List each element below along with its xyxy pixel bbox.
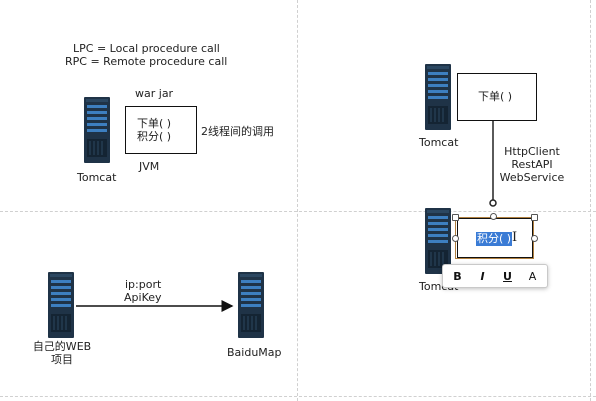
guide-line: [0, 396, 596, 397]
thread-call-label: 2线程间的调用: [201, 125, 274, 138]
text-cursor-icon: I: [512, 230, 518, 245]
points-service-text-editing[interactable]: 积分( ): [476, 232, 513, 246]
web-project-label-line1: 自己的WEB: [32, 340, 92, 353]
tomcat-label: Tomcat: [77, 171, 117, 184]
lpc-note: LPC = Local procedure call: [73, 42, 220, 55]
resize-handle-top-right[interactable]: [531, 214, 538, 221]
text-format-toolbar: B I U A: [442, 264, 548, 288]
order-service-box[interactable]: 下单( ): [457, 73, 537, 121]
ip-port-label: ip:port: [125, 278, 162, 291]
resize-handle-right[interactable]: [531, 235, 538, 242]
restapi-label: RestAPI: [511, 158, 553, 171]
httpclient-label: HttpClient: [504, 145, 560, 158]
rpc-note: RPC = Remote procedure call: [65, 55, 228, 68]
italic-button[interactable]: I: [480, 269, 485, 283]
order-service-label: 下单( ): [478, 90, 513, 103]
bold-button[interactable]: B: [453, 269, 462, 283]
order-method-label: 下单( ): [137, 117, 172, 130]
web-project-server-icon: [48, 272, 74, 338]
remote-tomcat-label: Tomcat: [419, 136, 459, 149]
jvm-label: JVM: [139, 160, 160, 173]
webservice-label: WebService: [499, 171, 565, 184]
baidumap-label: BaiduMap: [227, 346, 282, 359]
guide-line: [297, 0, 298, 401]
jvm-box[interactable]: 下单( ) 积分( ): [125, 106, 197, 154]
web-project-label: 自己的WEB 项目: [30, 340, 94, 366]
apikey-label: ApiKey: [124, 291, 162, 304]
connector-endpoint: [489, 199, 497, 207]
rotate-handle-top[interactable]: [490, 213, 497, 220]
tomcat-server-icon: [84, 97, 110, 163]
web-project-label-line2: 项目: [51, 353, 73, 366]
underline-button[interactable]: U: [503, 269, 512, 283]
guide-line: [0, 211, 596, 212]
remote-tomcat-server-icon: [425, 64, 451, 130]
resize-handle-left[interactable]: [452, 235, 459, 242]
war-jar-label: war jar: [135, 87, 174, 100]
baidumap-server-icon: [238, 272, 264, 338]
resize-handle-top-left[interactable]: [452, 214, 459, 221]
points-server-icon: [425, 208, 451, 274]
guide-line: [590, 0, 591, 401]
points-method-label: 积分( ): [137, 130, 172, 143]
font-color-button[interactable]: A: [528, 269, 537, 283]
protocol-labels: HttpClient RestAPI WebService: [492, 145, 572, 184]
